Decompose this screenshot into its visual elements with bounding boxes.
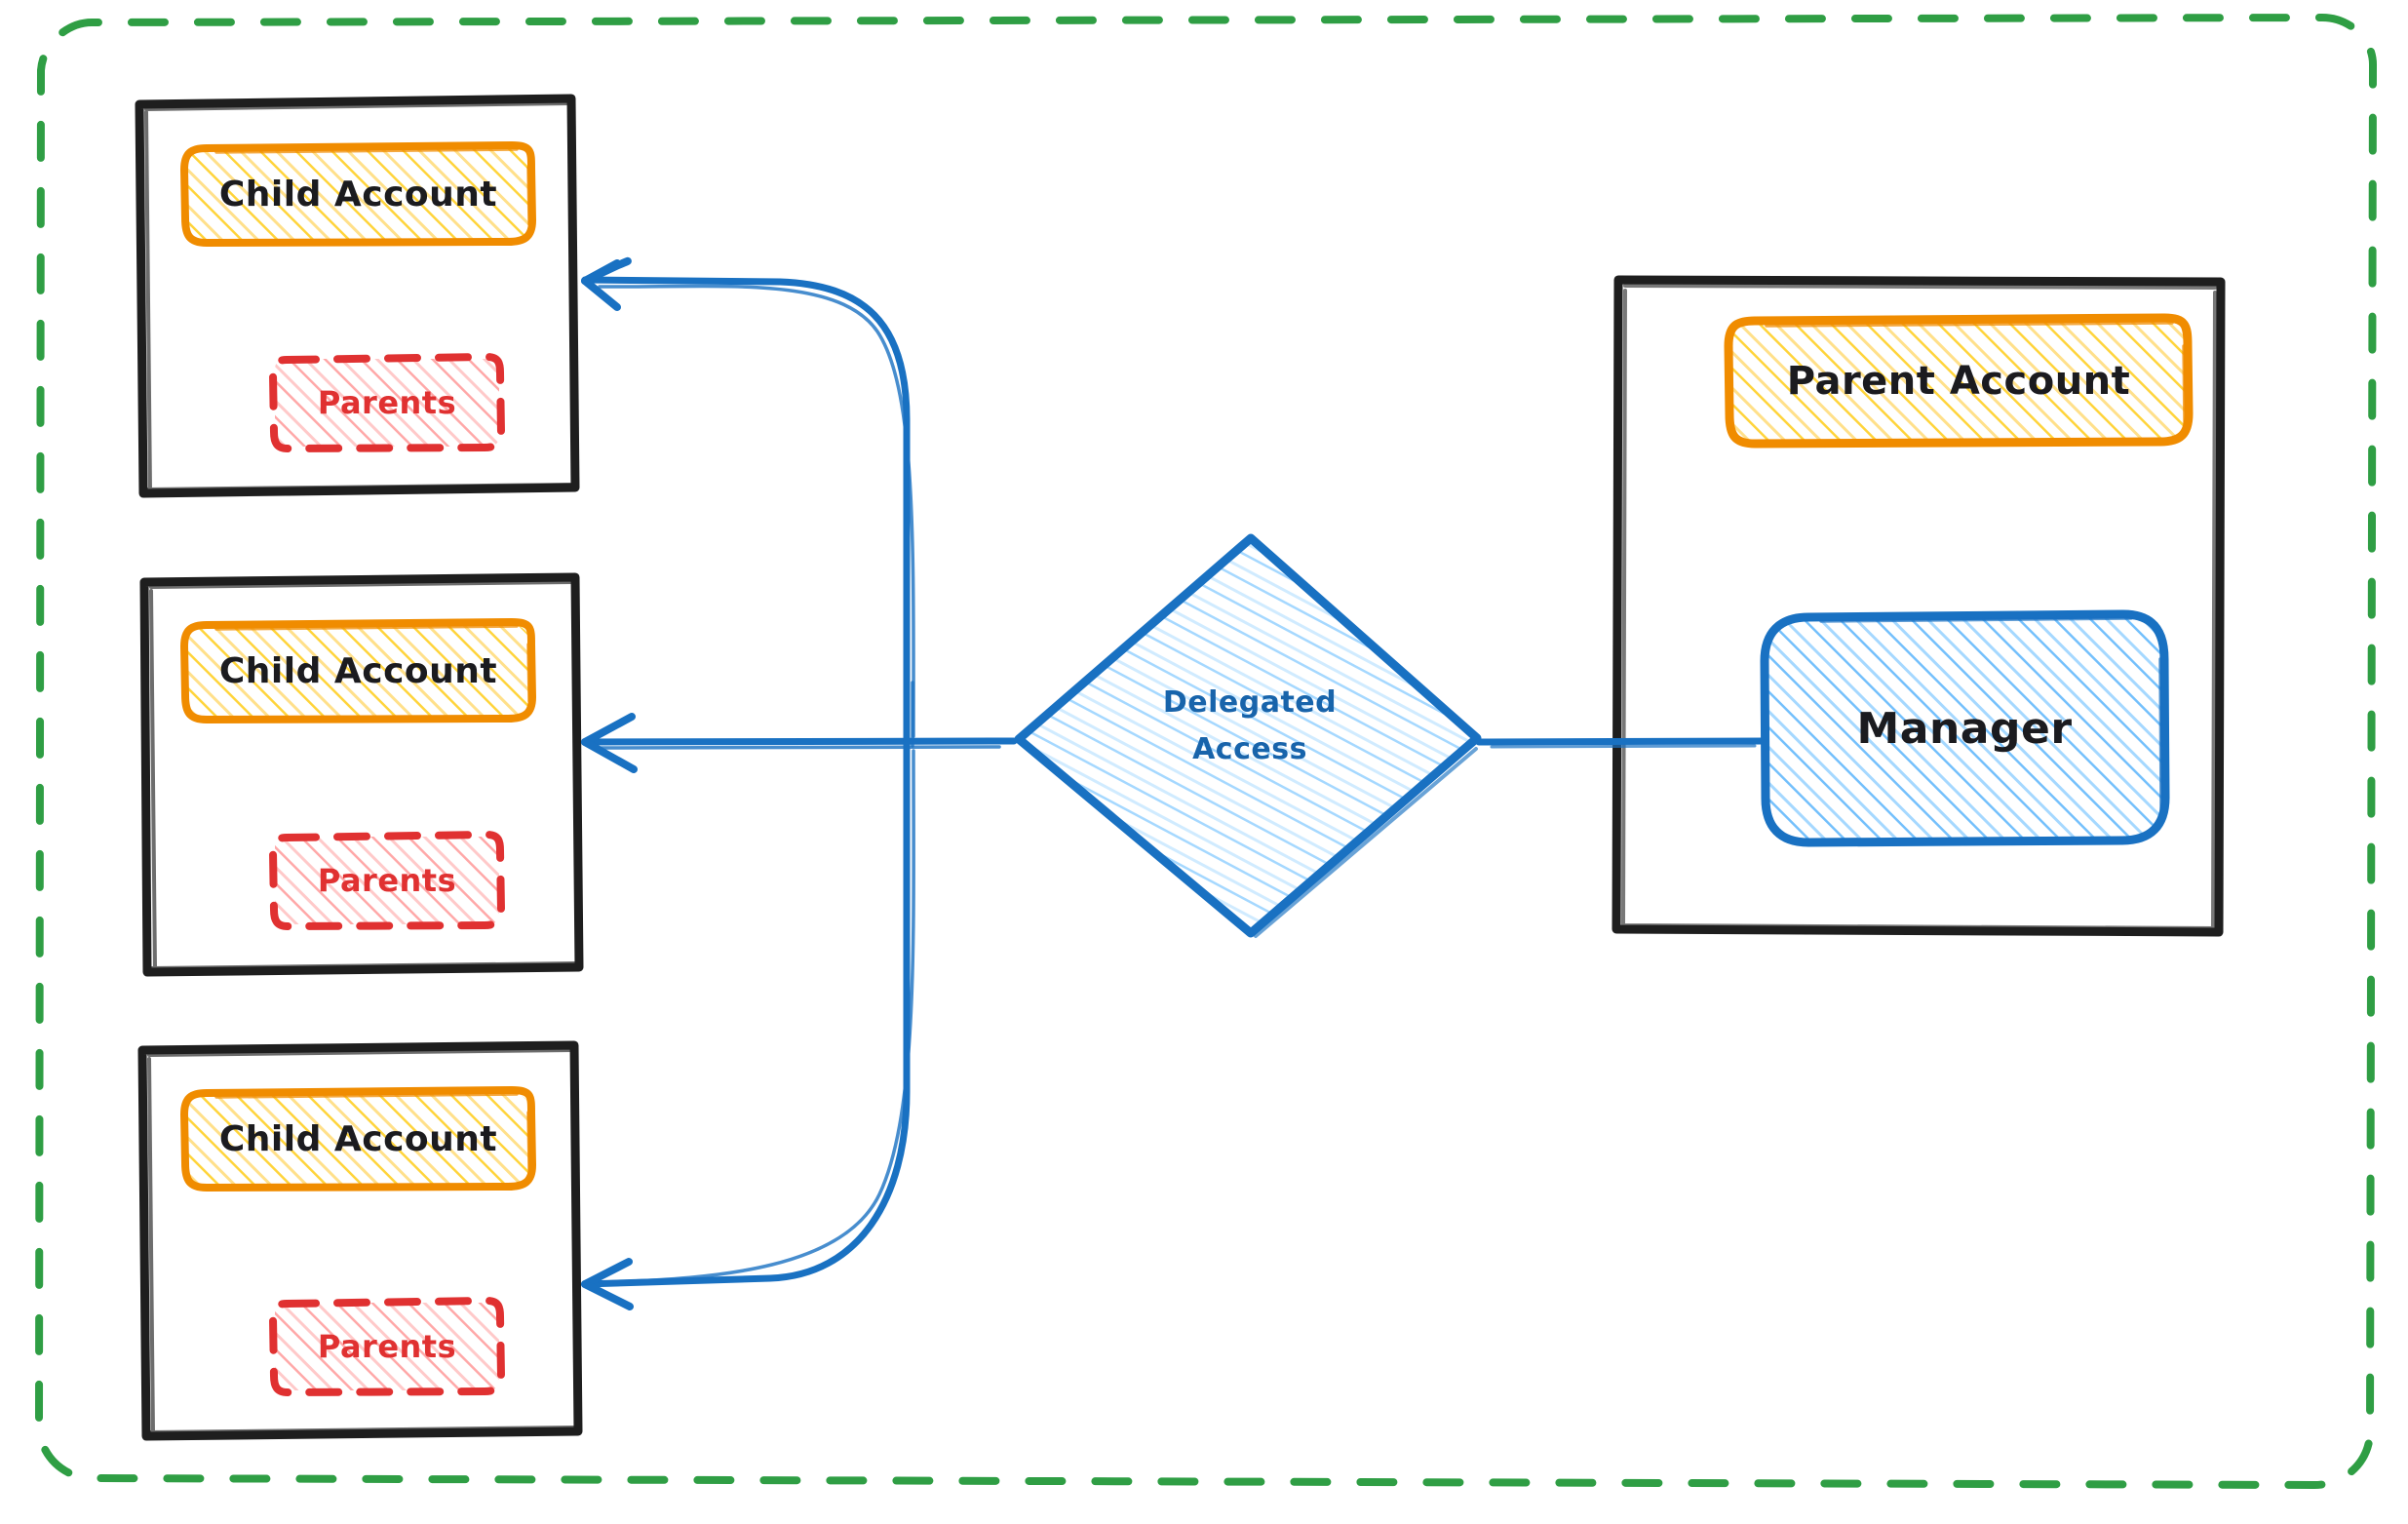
- parent-account-container[interactable]: [1612, 275, 2226, 937]
- delegated-access-diamond[interactable]: [1014, 533, 1483, 938]
- parents-chip-2[interactable]: [269, 831, 505, 930]
- connector-manager-to-hub[interactable]: [1475, 737, 1768, 749]
- parent-account-chip[interactable]: [1724, 313, 2194, 449]
- parents-chip-3[interactable]: [269, 1297, 505, 1396]
- organization-boundary: [34, 14, 2377, 1490]
- connectors: [581, 256, 1768, 1310]
- manager-chip[interactable]: [1760, 609, 2170, 847]
- child-account-chip-3[interactable]: [180, 1086, 536, 1192]
- child-account-container-2[interactable]: [139, 572, 584, 977]
- connector-hub-to-child-1[interactable]: [581, 256, 915, 745]
- child-account-container-1[interactable]: [135, 94, 580, 498]
- child-account-chip-1[interactable]: [180, 141, 536, 247]
- parents-chip-1[interactable]: [269, 353, 505, 452]
- connector-hub-to-child-2[interactable]: [581, 713, 1018, 773]
- child-account-chip-2[interactable]: [180, 618, 536, 723]
- connector-hub-to-child-3[interactable]: [581, 737, 915, 1310]
- child-account-container-3[interactable]: [137, 1040, 583, 1441]
